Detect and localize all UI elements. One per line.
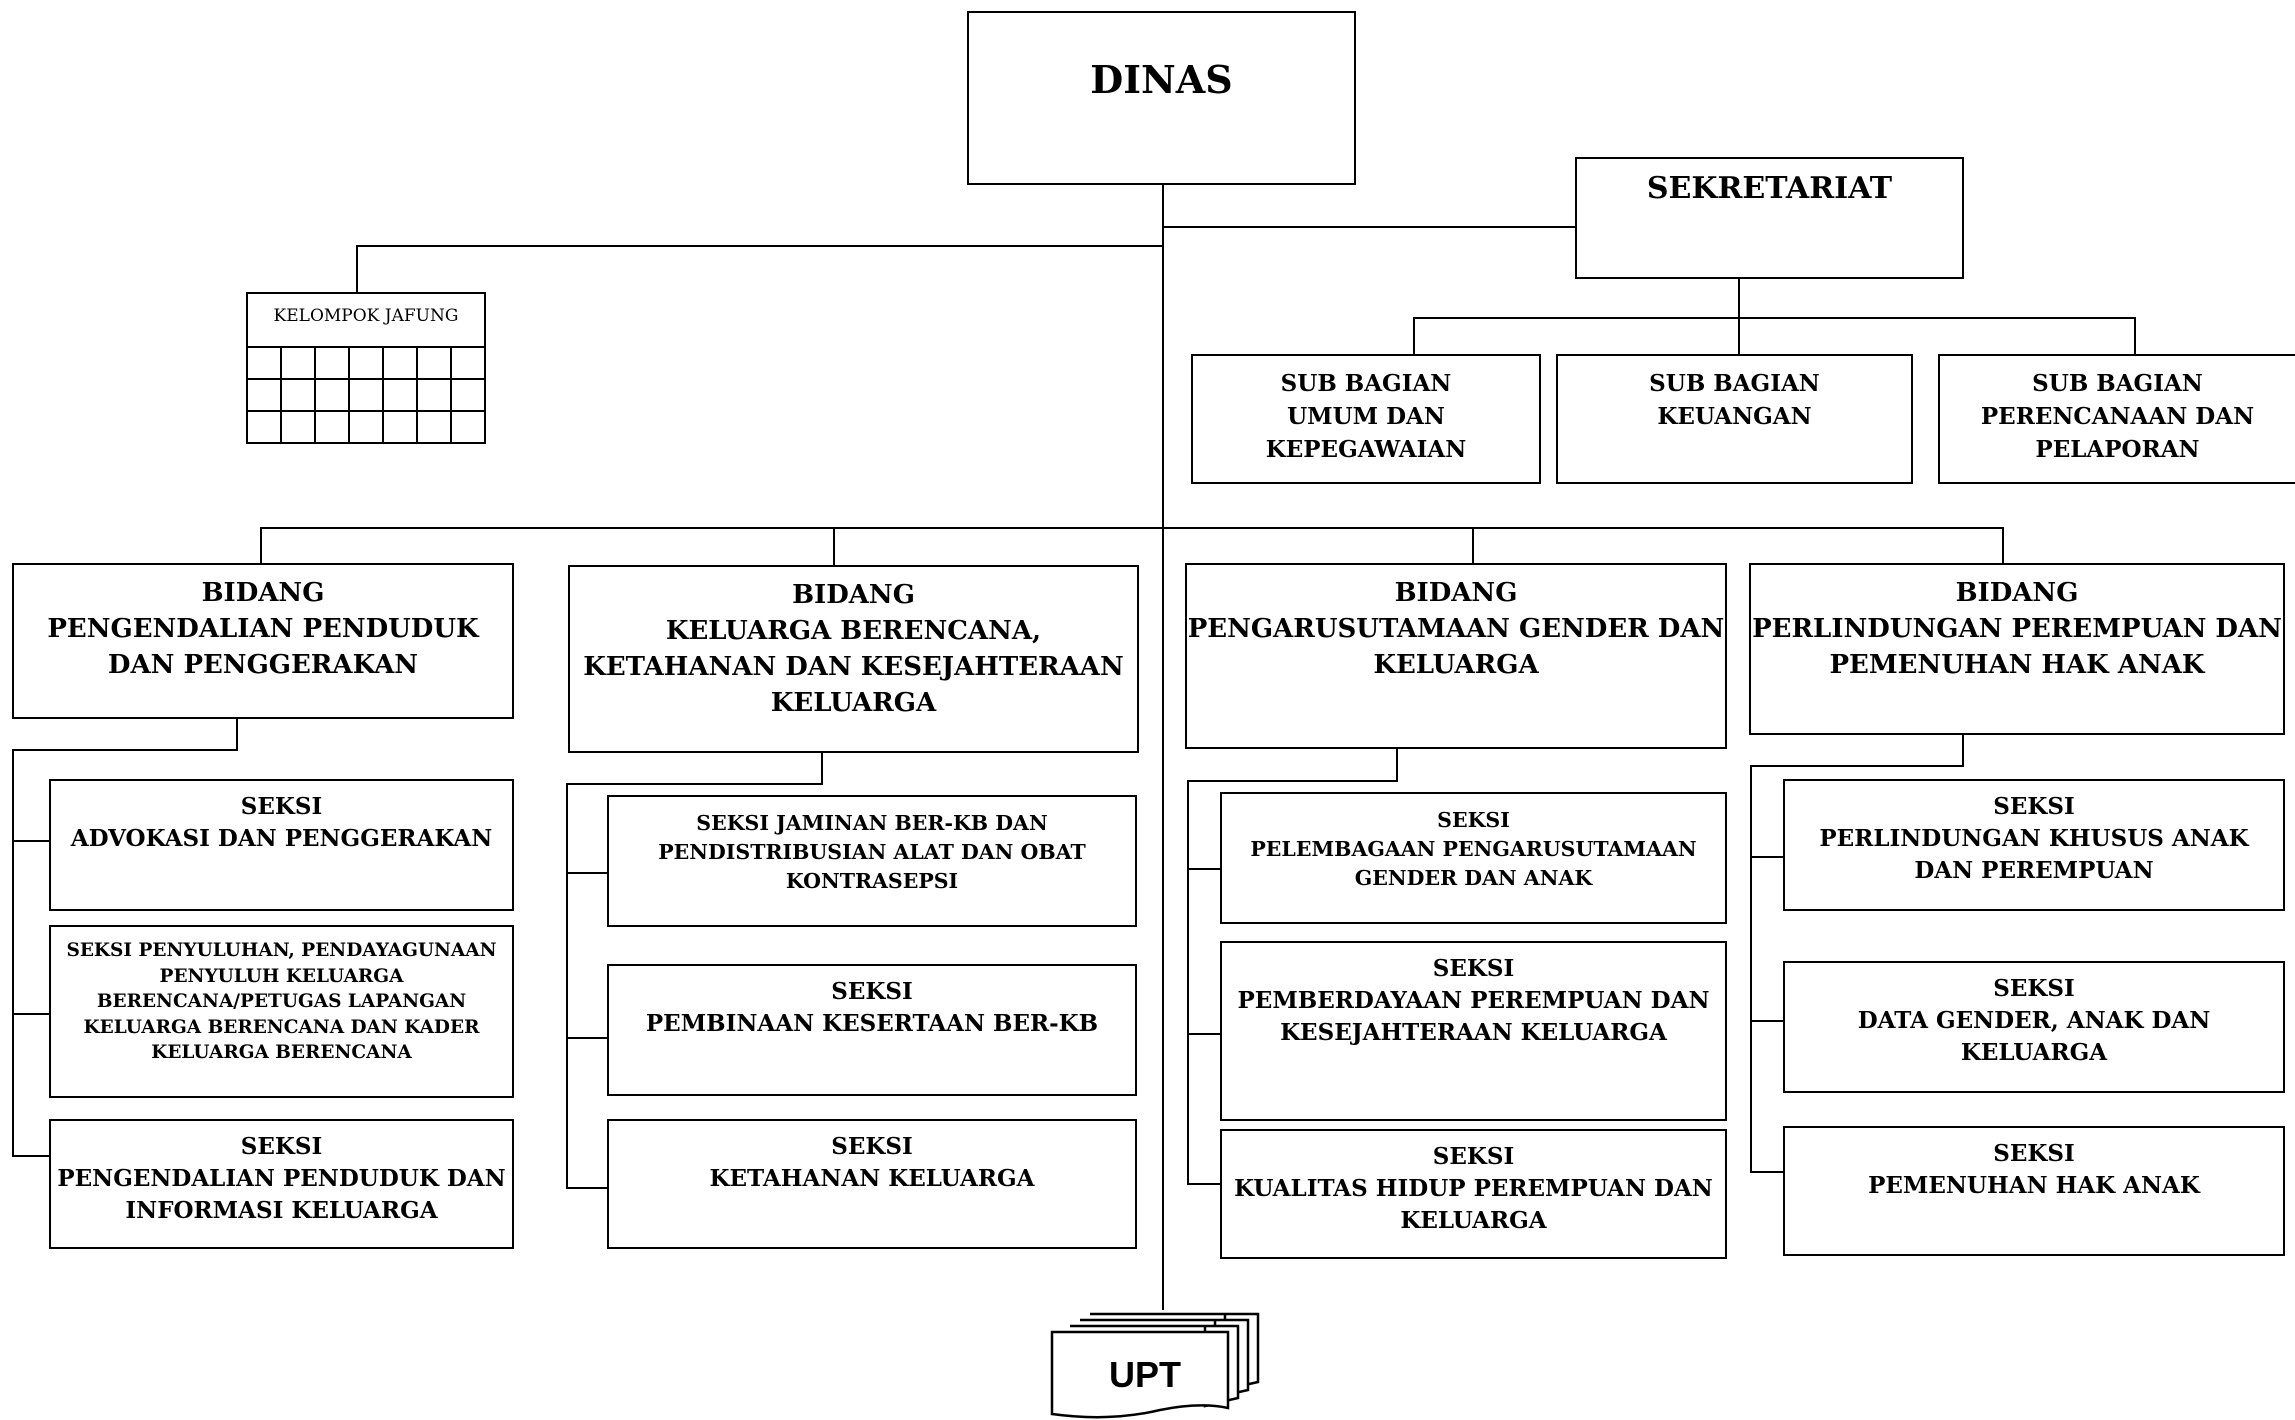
seksi-box: SEKSI PEMBERDAYAAN PEREMPUAN DAN KESEJAH… (1220, 941, 1727, 1121)
sekretariat-box: SEKRETARIAT (1575, 157, 1964, 279)
connector-line (1738, 317, 1740, 357)
kelompok-jafung-label: KELOMPOK JAFUNG (273, 306, 459, 326)
connector-line (1472, 527, 1474, 563)
seksi-label: SEKSI ADVOKASI DAN PENGGERAKAN (70, 793, 493, 852)
seksi-box: SEKSI DATA GENDER, ANAK DAN KELUARGA (1783, 961, 2285, 1093)
bidang-perlindungan-box: BIDANG PERLINDUNGAN PEREMPUAN DAN PEMENU… (1749, 563, 2285, 735)
connector-line (1750, 765, 1964, 767)
connector-line (1187, 780, 1398, 782)
connector-line (1187, 1183, 1222, 1185)
connector-line (1750, 1171, 1785, 1173)
sub-bagian-keuangan-box: SUB BAGIAN KEUANGAN (1556, 354, 1913, 484)
bidang-gender-box: BIDANG PENGARUSUTAMAAN GENDER DAN KELUAR… (1185, 563, 1727, 749)
connector-line (566, 783, 823, 785)
seksi-label: SEKSI KETAHANAN KELUARGA (709, 1133, 1035, 1192)
upt-document-stack: UPT (1050, 1312, 1260, 1419)
dinas-box: DINAS (967, 11, 1356, 185)
sub-bagian-label: SUB BAGIAN UMUM DAN KEPEGAWAIAN (1265, 370, 1467, 463)
connector-line (12, 1013, 50, 1015)
seksi-label: SEKSI PELEMBAGAAN PENGARUSUTAMAAN GENDER… (1250, 808, 1697, 890)
seksi-box: SEKSI PENGENDALIAN PENDUDUK DAN INFORMAS… (49, 1119, 514, 1249)
seksi-label: SEKSI PERLINDUNGAN KHUSUS ANAK DAN PEREM… (1819, 793, 2249, 884)
connector-line (821, 752, 823, 784)
connector-line (1187, 868, 1222, 870)
bidang-title: BIDANG PERLINDUNGAN PEREMPUAN DAN PEMENU… (1752, 578, 2282, 680)
connector-line (566, 872, 609, 874)
connector-line (1162, 226, 1594, 228)
sub-bagian-umum-box: SUB BAGIAN UMUM DAN KEPEGAWAIAN (1191, 354, 1541, 484)
connector-line (833, 527, 835, 566)
bidang-pengendalian-box: BIDANG PENGENDALIAN PENDUDUK DAN PENGGER… (12, 563, 514, 719)
seksi-box: SEKSI PERLINDUNGAN KHUSUS ANAK DAN PEREM… (1783, 779, 2285, 911)
bidang-keluarga-berencana-box: BIDANG KELUARGA BERENCANA, KETAHANAN DAN… (568, 565, 1139, 753)
connector-line (260, 527, 262, 563)
seksi-box: SEKSI KETAHANAN KELUARGA (607, 1119, 1137, 1249)
connector-line (236, 718, 238, 750)
connector-line (12, 1155, 50, 1157)
kelompok-jafung-box: KELOMPOK JAFUNG (246, 292, 486, 444)
connector-line (1962, 734, 1964, 766)
connector-line (1413, 317, 2136, 319)
bidang-title: BIDANG PENGARUSUTAMAAN GENDER DAN KELUAR… (1187, 578, 1725, 680)
upt-label: UPT (1109, 1354, 1181, 1395)
connector-line (1413, 317, 1415, 357)
seksi-box: SEKSI PEMENUHAN HAK ANAK (1783, 1126, 2285, 1256)
sub-bagian-label: SUB BAGIAN KEUANGAN (1649, 370, 1820, 430)
seksi-label: SEKSI PEMBINAAN KESERTAAN BER-KB (645, 978, 1099, 1037)
seksi-box: SEKSI KUALITAS HIDUP PEREMPUAN DAN KELUA… (1220, 1129, 1727, 1259)
connector-line (1187, 1033, 1222, 1035)
connector-line (1738, 278, 1740, 318)
seksi-label: SEKSI PEMENUHAN HAK ANAK (1868, 1140, 2200, 1199)
connector-line (1187, 780, 1189, 1185)
seksi-box: SEKSI JAMINAN BER-KB DAN PENDISTRIBUSIAN… (607, 795, 1137, 927)
seksi-box: SEKSI PEMBINAAN KESERTAAN BER-KB (607, 964, 1137, 1096)
seksi-label: SEKSI DATA GENDER, ANAK DAN KELUARGA (1857, 975, 2211, 1066)
connector-line (2002, 527, 2004, 563)
seksi-label: SEKSI KUALITAS HIDUP PEREMPUAN DAN KELUA… (1234, 1143, 1713, 1234)
sub-bagian-label: SUB BAGIAN PERENCANAAN DAN PELAPORAN (1980, 370, 2255, 463)
connector-line (566, 783, 568, 1189)
connector-line (12, 840, 50, 842)
dinas-label: DINAS (1090, 57, 1233, 102)
bidang-title: BIDANG KELUARGA BERENCANA, KETAHANAN DAN… (583, 580, 1124, 718)
connector-line (1750, 856, 1785, 858)
seksi-label: SEKSI JAMINAN BER-KB DAN PENDISTRIBUSIAN… (658, 811, 1086, 893)
connector-line (12, 749, 238, 751)
seksi-box: SEKSI PENYULUHAN, PENDAYAGUNAAN PENYULUH… (49, 925, 514, 1098)
seksi-box: SEKSI ADVOKASI DAN PENGGERAKAN (49, 779, 514, 911)
connector-line (1396, 748, 1398, 781)
connector-line (1750, 765, 1752, 1173)
seksi-label: SEKSI PENYULUHAN, PENDAYAGUNAAN PENYULUH… (66, 940, 497, 1063)
seksi-label: SEKSI PEMBERDAYAAN PEREMPUAN DAN KESEJAH… (1237, 955, 1710, 1046)
connector-line (1750, 1020, 1785, 1022)
seksi-box: SEKSI PELEMBAGAAN PENGARUSUTAMAAN GENDER… (1220, 792, 1727, 924)
jafung-grid (248, 346, 484, 442)
seksi-label: SEKSI PENGENDALIAN PENDUDUK DAN INFORMAS… (57, 1133, 506, 1224)
sekretariat-label: SEKRETARIAT (1646, 171, 1893, 206)
connector-line (356, 245, 1164, 247)
connector-line (1162, 184, 1164, 1310)
connector-line (566, 1037, 609, 1039)
sub-bagian-perencanaan-box: SUB BAGIAN PERENCANAAN DAN PELAPORAN (1938, 354, 2295, 484)
connector-line (12, 749, 14, 1157)
connector-line (2134, 317, 2136, 357)
connector-line (260, 527, 2004, 529)
connector-line (566, 1187, 609, 1189)
connector-line (356, 245, 358, 293)
bidang-title: BIDANG PENGENDALIAN PENDUDUK DAN PENGGER… (47, 578, 479, 680)
